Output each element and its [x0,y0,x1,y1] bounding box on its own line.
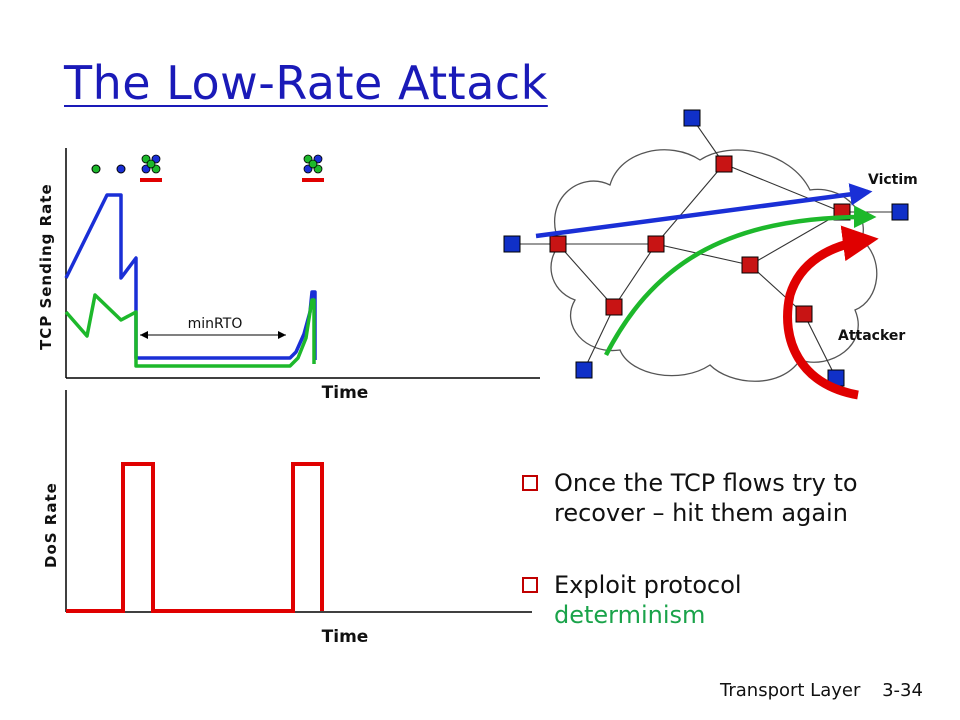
packet-cluster-2 [302,154,324,182]
tcp-chart-xlabel: Time [322,383,369,403]
hosts [503,109,909,387]
bullet-list: Once the TCP flows try to recover – hit … [522,468,922,672]
tcp-chart-ylabel: TCP Sending Rate [37,183,55,350]
slide-footer: Transport Layer 3-34 [720,680,923,701]
blue-flow-arrow [535,183,873,239]
bullet-item: Exploit protocol determinism [522,570,922,630]
bullet-text-plain: Exploit protocol [554,571,742,599]
victim-label: Victim [868,172,918,188]
packet-blue-dot [116,164,126,174]
network-links [512,117,900,379]
bullet-text: Once the TCP flows try to recover – hit … [554,469,858,527]
minrto-label: minRTO [188,316,243,332]
slide-title: The Low-Rate Attack [64,56,548,110]
attack-flow-arrow [783,225,879,400]
router [715,155,733,173]
router [647,235,665,253]
attacker-label: Attacker [838,328,905,344]
router [741,256,759,274]
router [605,298,623,316]
packet-green-dot [91,164,101,174]
network-cloud [550,149,878,382]
footer-label: Transport Layer [720,680,861,701]
bullet-text: Exploit protocol determinism [554,570,922,630]
bullet-marker [522,475,538,491]
dos-rate-chart: DoS Rate Time [42,390,532,647]
dos-chart-ylabel: DoS Rate [42,482,60,568]
tcp-flow-green-line [64,293,316,368]
packet-cluster-1 [140,154,162,182]
bullet-text-highlight: determinism [554,601,706,629]
host [575,361,593,379]
tcp-flow-blue-line [64,193,317,360]
dos-chart-xlabel: Time [322,627,369,647]
router [549,235,567,253]
bullet-item: Once the TCP flows try to recover – hit … [522,468,922,528]
router [795,305,813,323]
dos-pulse-line [66,462,324,613]
green-flow-arrow [604,205,877,357]
bullet-marker [522,577,538,593]
page-number: 3-34 [882,680,923,701]
network-diagram: Victim Attacker [503,109,918,400]
host [683,109,701,127]
host-victim [891,203,909,221]
host [503,235,521,253]
tcp-rate-chart: TCP Sending Rate Time minRTO [37,148,540,403]
